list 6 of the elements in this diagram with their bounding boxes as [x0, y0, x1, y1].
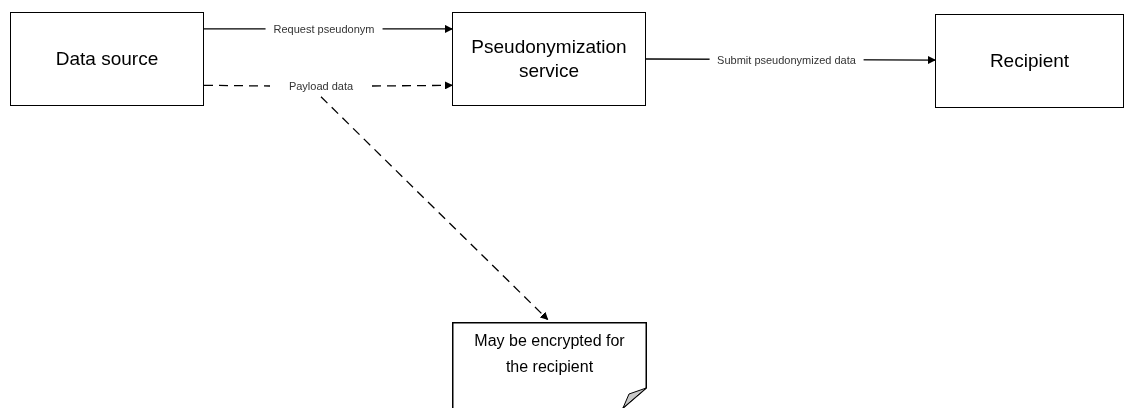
arrow [320, 96, 549, 321]
process-box: Data source [10, 12, 204, 106]
process-box: Pseudonymization service [452, 12, 646, 106]
edge-label: Payload data [270, 77, 372, 95]
process-box: Recipient [935, 14, 1124, 108]
arrow [371, 81, 453, 90]
